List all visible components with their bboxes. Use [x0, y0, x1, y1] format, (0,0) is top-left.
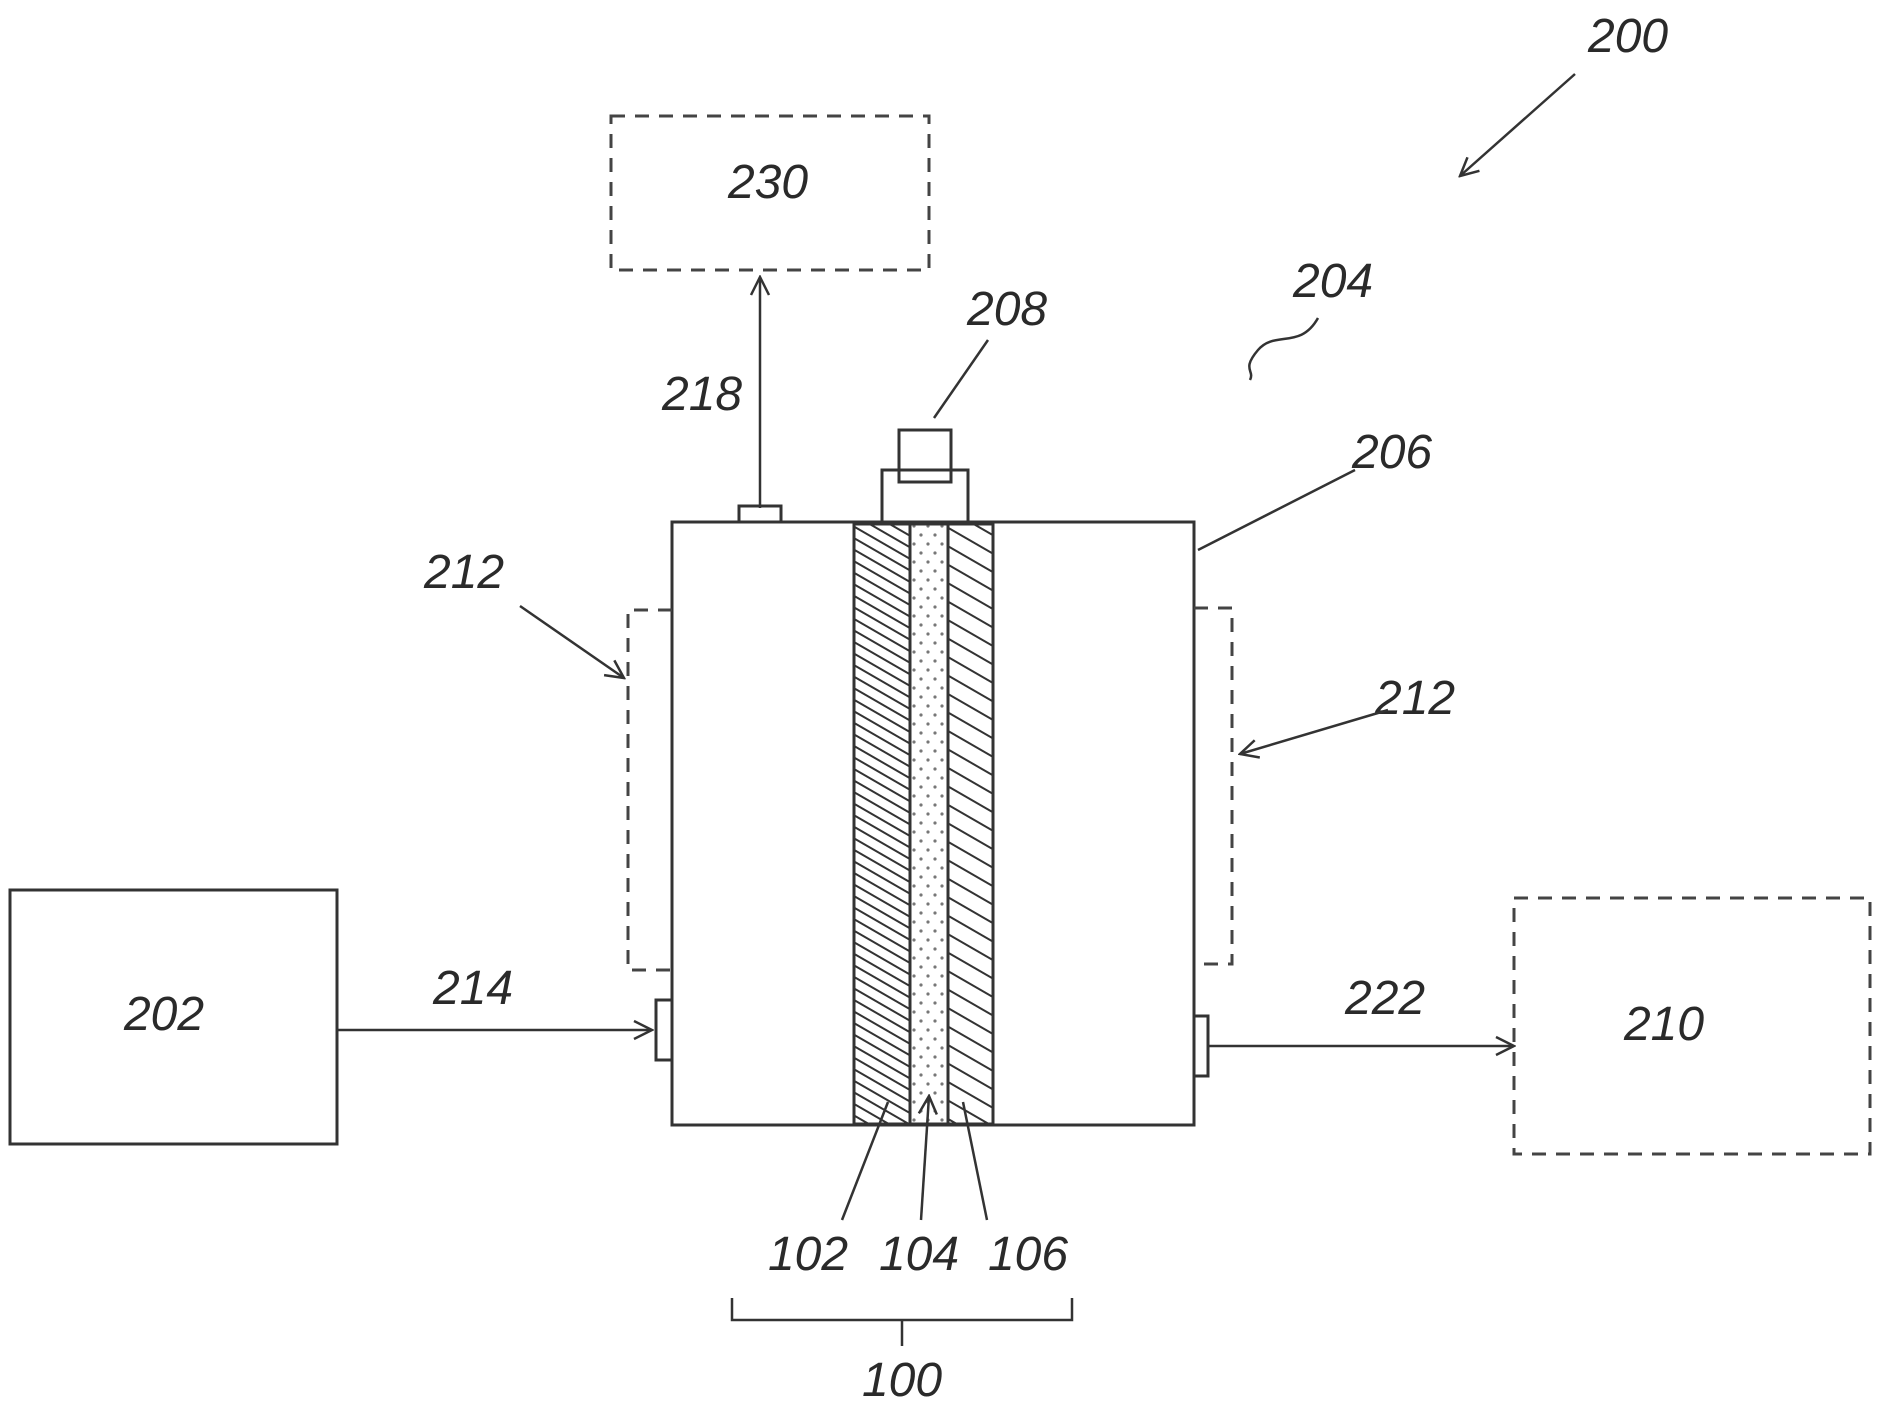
inlet-port: [656, 1000, 672, 1060]
label-222: 222: [1344, 972, 1425, 1025]
label-206: 206: [1351, 426, 1432, 479]
label-202: 202: [123, 988, 204, 1041]
layer-104: [910, 524, 948, 1124]
label-210: 210: [1623, 998, 1704, 1051]
label-218: 218: [661, 368, 742, 421]
inlet-line-214: 214: [337, 962, 672, 1060]
label-214: 214: [432, 962, 513, 1015]
leader-206: [1198, 470, 1355, 550]
top-port: [739, 506, 781, 522]
stack-brace: 100: [732, 1298, 1072, 1407]
top-unit-base: [882, 470, 968, 522]
top-unit-208: 208: [882, 283, 1047, 522]
top-unit-head: [899, 430, 951, 482]
layer-102: [854, 524, 910, 1124]
label-204: 204: [1292, 255, 1373, 308]
outlet-box-210: 210: [1514, 898, 1870, 1154]
label-104: 104: [879, 1228, 959, 1281]
system-callout: 200: [1460, 10, 1668, 176]
leader-212-left: [520, 606, 624, 678]
source-box-202: 202: [10, 890, 337, 1144]
jacket-right: 212: [1194, 608, 1455, 964]
label-200: 200: [1587, 10, 1668, 63]
assembly-callout: 204: [1249, 255, 1373, 380]
layer-106: [948, 524, 993, 1124]
label-102: 102: [768, 1228, 848, 1281]
system-arrow: [1460, 74, 1575, 176]
leader-212-right: [1240, 710, 1388, 754]
outlet-port: [1194, 1016, 1208, 1076]
brace-path: [732, 1298, 1072, 1320]
label-230: 230: [727, 156, 808, 209]
label-212-right: 212: [1374, 672, 1455, 725]
label-208: 208: [966, 283, 1047, 336]
top-box-230: 230: [611, 116, 929, 270]
label-212-left: 212: [423, 546, 504, 599]
line-218: 218: [661, 277, 781, 522]
label-100: 100: [862, 1354, 942, 1407]
outlet-line-222: 222: [1194, 972, 1514, 1076]
jacket-left: 212: [423, 546, 672, 970]
jacket-left-border: [628, 610, 672, 970]
housing-206: 206: [672, 426, 1432, 1125]
leader-208: [934, 340, 988, 418]
leader-204: [1249, 318, 1318, 380]
label-106: 106: [988, 1228, 1068, 1281]
layer-stack: [854, 524, 993, 1124]
jacket-right-border: [1194, 608, 1232, 964]
